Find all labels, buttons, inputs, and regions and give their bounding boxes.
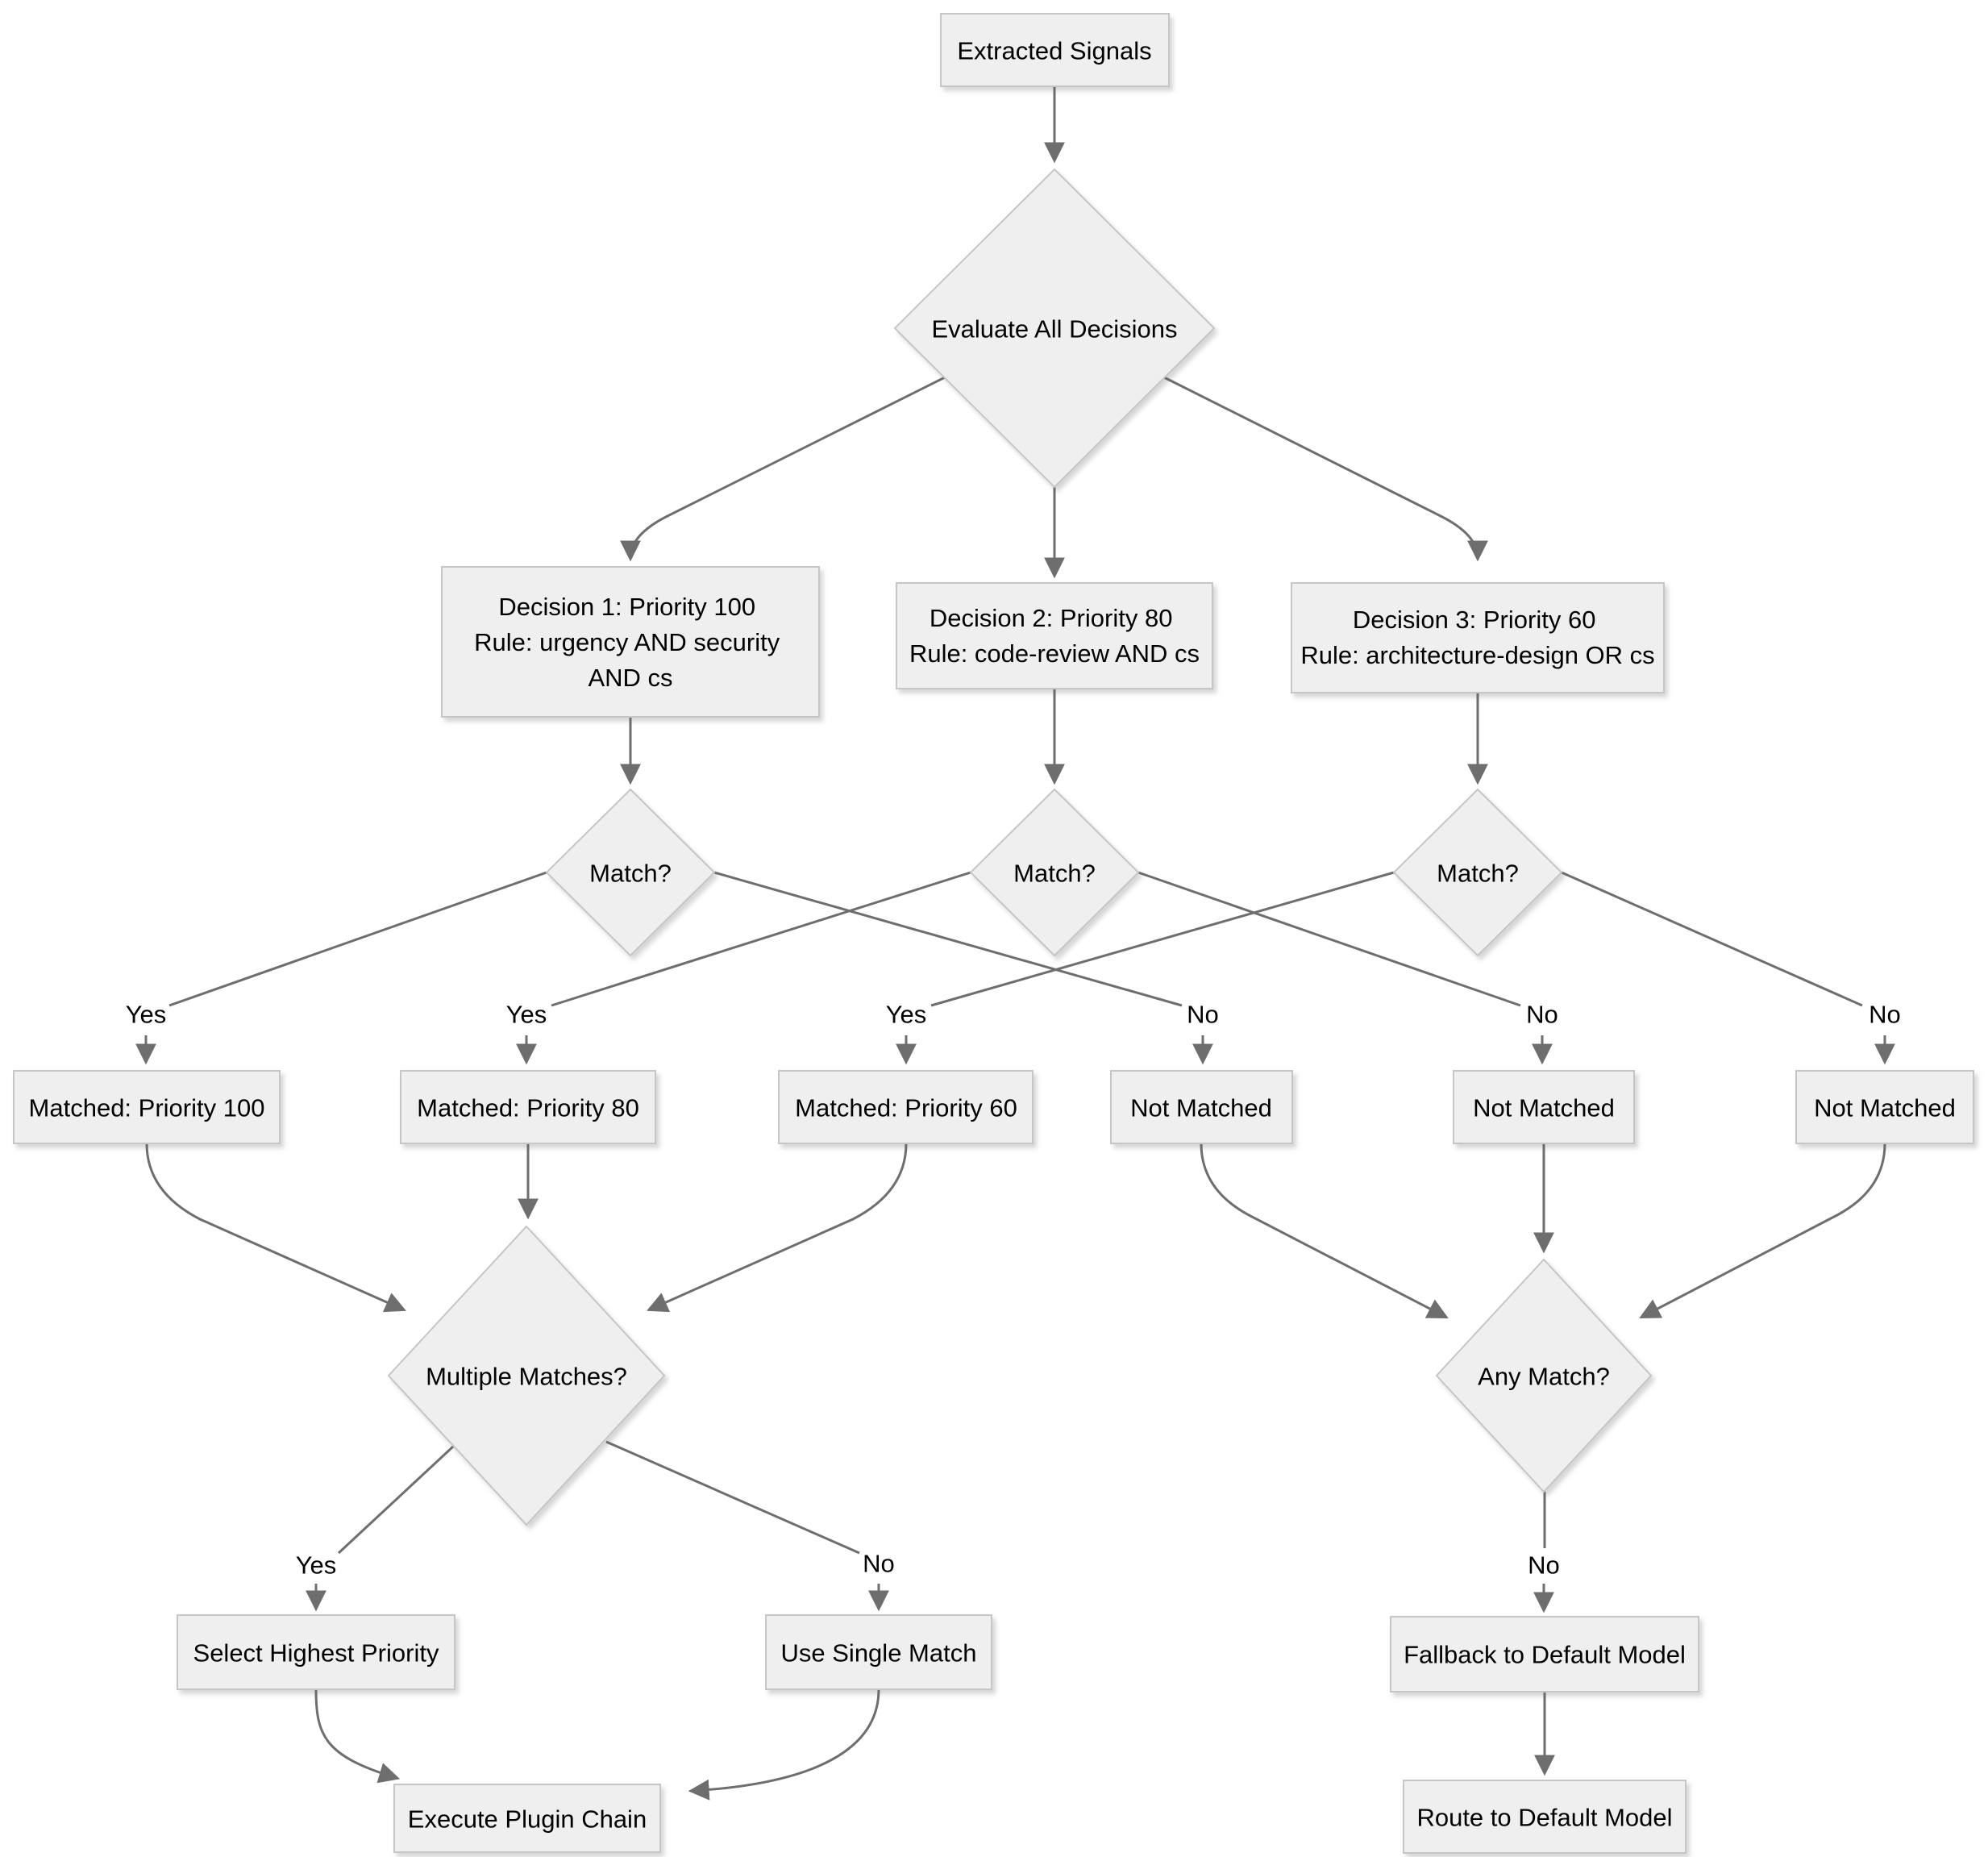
extracted-signals-box — [940, 13, 1170, 87]
not-matched-2-label: Not Matched — [1473, 1094, 1615, 1122]
node-decision3: Decision 3: Priority 60 Rule: architectu… — [1291, 582, 1665, 693]
route-to-default-label: Route to Default Model — [1416, 1804, 1672, 1832]
edge-notmatched3-to-anymatch — [1639, 1143, 1886, 1319]
select-highest-priority-box — [177, 1614, 455, 1690]
node-not-matched-1: Not Matched — [1110, 1070, 1293, 1144]
node-match1: Match? — [545, 788, 716, 957]
edge-evaluate-to-decision1 — [620, 376, 946, 562]
select-highest-priority-label: Select Highest Priority — [193, 1639, 439, 1668]
not-matched-1-label: Not Matched — [1130, 1094, 1272, 1122]
match1-diamond — [545, 788, 716, 957]
match3-diamond — [1392, 788, 1563, 957]
edges — [135, 86, 1895, 1801]
edge-match1-to-yes1 — [168, 871, 547, 1007]
evaluate-all-decisions-diamond — [893, 168, 1216, 489]
decision3-box — [1291, 582, 1665, 693]
edge-multiplematches-to-no — [605, 1440, 860, 1555]
edge-label-multiple-matches-no: No — [863, 1550, 895, 1578]
edge-evaluate-to-decision3 — [1163, 376, 1488, 562]
node-not-matched-2: Not Matched — [1453, 1070, 1635, 1144]
route-to-default-box — [1403, 1780, 1686, 1854]
matched-60-label: Matched: Priority 60 — [795, 1094, 1017, 1122]
node-execute-plugin-chain: Execute Plugin Chain — [393, 1784, 661, 1853]
not-matched-3-label: Not Matched — [1814, 1094, 1956, 1122]
match2-label: Match? — [1013, 860, 1096, 888]
matched-100-label: Matched: Priority 100 — [29, 1094, 265, 1122]
not-matched-2-box — [1453, 1070, 1635, 1144]
node-fallback-to-default: Fallback to Default Model — [1390, 1616, 1699, 1693]
extracted-signals-label: Extracted Signals — [957, 37, 1151, 65]
node-match2: Match? — [969, 788, 1140, 957]
edge-match3-to-no3 — [1561, 871, 1863, 1007]
edge-labels: Yes Yes Yes No No No Yes No No — [126, 1001, 1901, 1580]
node-matched-80: Matched: Priority 80 — [400, 1070, 656, 1144]
use-single-match-box — [765, 1614, 992, 1690]
edge-selecthighest-to-execute — [314, 1688, 401, 1784]
node-evaluate-all-decisions: Evaluate All Decisions — [893, 168, 1216, 489]
decision2-line1: Decision 2: Priority 80 — [930, 604, 1173, 632]
decision3-label: Decision 3: Priority 60 Rule: architectu… — [1300, 606, 1654, 669]
not-matched-3-box — [1795, 1070, 1974, 1144]
edge-label-any-match-no: No — [1528, 1551, 1560, 1580]
node-decision1: Decision 1: Priority 100 Rule: urgency A… — [441, 566, 820, 718]
match2-diamond — [969, 788, 1140, 957]
edge-matched60-to-multiplematches — [647, 1143, 908, 1313]
edge-usesingle-to-execute — [688, 1688, 880, 1801]
node-not-matched-3: Not Matched — [1795, 1070, 1974, 1144]
decision1-line3: AND cs — [588, 664, 672, 692]
node-extracted-signals: Extracted Signals — [940, 13, 1170, 87]
any-match-diamond — [1435, 1258, 1653, 1493]
nodes: Extracted Signals Evaluate All Decisions… — [13, 13, 1974, 1854]
edge-multiplematches-to-yes — [337, 1445, 455, 1555]
match1-label: Match? — [589, 860, 672, 888]
node-decision2: Decision 2: Priority 80 Rule: code-revie… — [896, 582, 1213, 689]
any-match-label: Any Match? — [1478, 1363, 1610, 1391]
not-matched-1-box — [1110, 1070, 1293, 1144]
node-matched-60: Matched: Priority 60 — [778, 1070, 1034, 1144]
execute-plugin-chain-box — [393, 1784, 661, 1853]
edge-match3-to-yes3 — [930, 871, 1395, 1007]
edge-match1-to-no1 — [713, 871, 1183, 1007]
decision1-box — [441, 566, 820, 718]
edge-label-match1-yes: Yes — [126, 1001, 167, 1029]
node-matched-100: Matched: Priority 100 — [13, 1070, 281, 1144]
decision1-label: Decision 1: Priority 100 Rule: urgency A… — [474, 593, 787, 692]
edge-label-match2-yes: Yes — [506, 1001, 547, 1029]
edge-notmatched1-to-anymatch — [1200, 1143, 1449, 1318]
multiple-matches-diamond — [387, 1225, 666, 1526]
decision1-line1: Decision 1: Priority 100 — [498, 593, 755, 621]
node-multiple-matches: Multiple Matches? — [387, 1225, 666, 1526]
edge-matched100-to-multiplematches — [145, 1143, 406, 1313]
edge-label-match1-no: No — [1187, 1001, 1219, 1029]
evaluate-all-decisions-label: Evaluate All Decisions — [932, 315, 1178, 344]
decision2-box — [896, 582, 1213, 689]
fallback-to-default-label: Fallback to Default Model — [1404, 1641, 1686, 1669]
node-select-highest-priority: Select Highest Priority — [177, 1614, 455, 1690]
decision3-line1: Decision 3: Priority 60 — [1353, 606, 1596, 634]
edge-label-multiple-matches-yes: Yes — [296, 1551, 337, 1580]
node-route-to-default: Route to Default Model — [1403, 1780, 1686, 1854]
node-any-match: Any Match? — [1435, 1258, 1653, 1493]
decision2-label: Decision 2: Priority 80 Rule: code-revie… — [909, 604, 1200, 668]
multiple-matches-label: Multiple Matches? — [426, 1363, 627, 1391]
edge-match2-to-yes2 — [551, 871, 971, 1007]
edge-match2-to-no2 — [1137, 871, 1521, 1007]
decision1-line2: Rule: urgency AND security — [474, 628, 780, 656]
node-use-single-match: Use Single Match — [765, 1614, 992, 1690]
execute-plugin-chain-label: Execute Plugin Chain — [408, 1805, 647, 1834]
decision3-line2: Rule: architecture-design OR cs — [1300, 641, 1654, 669]
matched-80-box — [400, 1070, 656, 1144]
matched-80-label: Matched: Priority 80 — [417, 1094, 639, 1122]
edge-label-match2-no: No — [1526, 1001, 1558, 1029]
matched-60-box — [778, 1070, 1034, 1144]
fallback-to-default-box — [1390, 1616, 1699, 1693]
node-match3: Match? — [1392, 788, 1563, 957]
use-single-match-label: Use Single Match — [781, 1639, 977, 1668]
match3-label: Match? — [1437, 860, 1519, 888]
matched-100-box — [13, 1070, 281, 1144]
edge-label-match3-yes: Yes — [886, 1001, 927, 1029]
decision2-line2: Rule: code-review AND cs — [909, 639, 1200, 668]
edge-label-match3-no: No — [1869, 1001, 1901, 1029]
